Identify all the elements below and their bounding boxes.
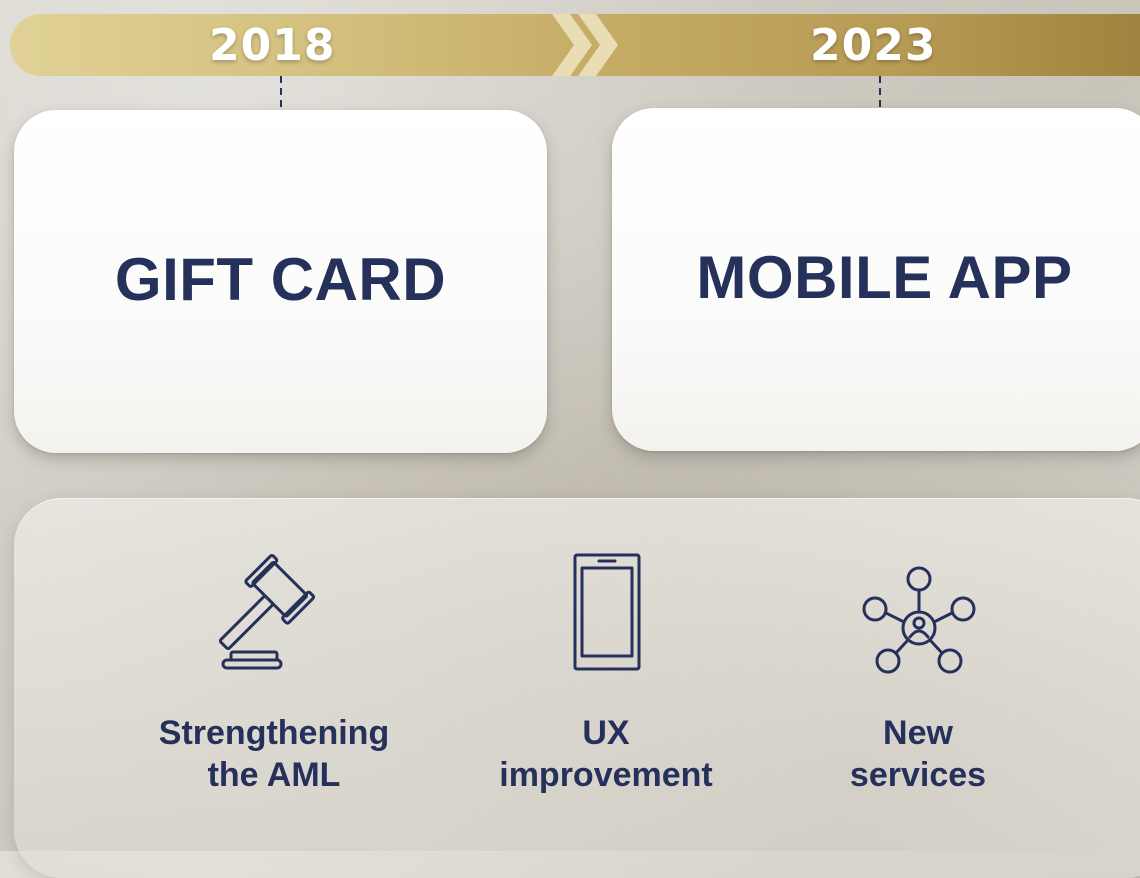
double-chevron-icon (552, 14, 618, 76)
smartphone-icon (573, 553, 641, 671)
milestone-title: MOBILE APP (696, 244, 1073, 311)
timeline-year-start: 2018 (209, 20, 336, 71)
feature-aml: Strengthening the AML (124, 548, 424, 796)
feature-label: Strengthening the AML (158, 714, 390, 794)
timeline-connector-2018 (280, 76, 282, 116)
milestone-card-2023: MOBILE APP (612, 108, 1140, 451)
features-panel (14, 498, 1140, 878)
network-icon (862, 566, 976, 674)
timeline-connector-2023 (879, 76, 881, 116)
timeline-year-end: 2023 (810, 20, 937, 71)
feature-label: UX improvement (499, 714, 713, 794)
feature-label: New services (849, 714, 987, 794)
gavel-icon (218, 553, 316, 670)
feature-services: New services (768, 548, 1068, 796)
feature-ux: UX improvement (456, 548, 756, 796)
milestone-card-2018: GIFT CARD (14, 110, 547, 453)
milestone-title: GIFT CARD (114, 246, 447, 313)
